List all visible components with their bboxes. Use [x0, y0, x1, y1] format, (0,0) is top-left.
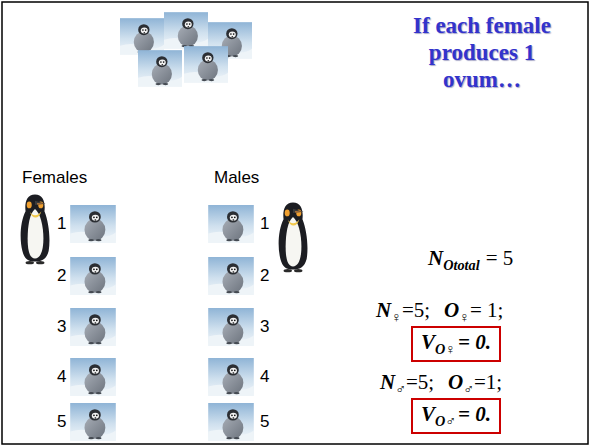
- equation-term: ♂: [463, 381, 474, 397]
- equation-term: V: [421, 330, 435, 354]
- equation-term: V: [421, 402, 435, 426]
- chick-photo: [138, 50, 182, 87]
- equation-term: N: [376, 298, 391, 322]
- chick-photo: [208, 308, 254, 346]
- chick-photo: [120, 18, 164, 55]
- equation-term: N: [428, 246, 443, 270]
- callout-number: 4: [260, 367, 269, 387]
- chick-photo: [70, 205, 116, 243]
- callout-number: 5: [260, 412, 269, 432]
- equation-line: N♀=5;O♀= 1;: [376, 298, 503, 326]
- equation-term: O♀: [435, 341, 456, 357]
- equation-term: N: [380, 370, 395, 394]
- female-chicks: [70, 205, 116, 441]
- equation-term: ♀: [459, 309, 470, 325]
- equation-term: = 5: [486, 246, 514, 270]
- equation-term: =5;: [402, 298, 430, 322]
- chick-photo: [70, 257, 116, 295]
- female-penguin: [21, 194, 50, 264]
- callout-number: 3: [57, 317, 66, 337]
- callout-number: 2: [57, 266, 66, 286]
- callout-number: 1: [57, 214, 66, 234]
- chick-photo: [208, 403, 254, 441]
- callout-number: 5: [57, 412, 66, 432]
- equation-term: = 0.: [458, 330, 491, 354]
- chick-photo: [70, 308, 116, 346]
- chick-photo: [184, 46, 228, 83]
- chick-photo: [70, 403, 116, 441]
- equation-term: = 0.: [458, 402, 491, 426]
- equation-term: O: [444, 298, 459, 322]
- male-chicks: [208, 205, 254, 441]
- chick-photo: [208, 205, 254, 243]
- callout-number: 4: [57, 367, 66, 387]
- callout-number: 1: [260, 214, 269, 234]
- equation-term: ♀: [391, 309, 402, 325]
- chick-photo: [208, 257, 254, 295]
- equation-term: O: [448, 370, 463, 394]
- callout-number: 3: [260, 317, 269, 337]
- column-label: Females: [22, 168, 87, 188]
- slide-title: If each female produces 1 ovum…: [392, 12, 572, 93]
- equation-line: N♂=5;O♂=1;: [380, 370, 502, 398]
- result-box: VO♂= 0.: [411, 398, 501, 434]
- result-box: VO♀= 0.: [411, 326, 501, 362]
- equation-term: Ototal: [443, 257, 479, 273]
- chick-photo: [208, 358, 254, 396]
- equation-term: O♂: [435, 413, 456, 429]
- equation-term: =1;: [474, 370, 502, 394]
- column-label: Males: [214, 168, 259, 188]
- chick-photo: [164, 12, 208, 49]
- callout-number: 2: [260, 266, 269, 286]
- male-penguin: [279, 202, 308, 272]
- equation-term: =5;: [406, 370, 434, 394]
- equation-line: NOtotal = 5: [428, 246, 513, 274]
- equation-term: ♂: [395, 381, 406, 397]
- chick-photo: [70, 358, 116, 396]
- equation-term: = 1;: [470, 298, 503, 322]
- chick-cluster: [120, 12, 252, 87]
